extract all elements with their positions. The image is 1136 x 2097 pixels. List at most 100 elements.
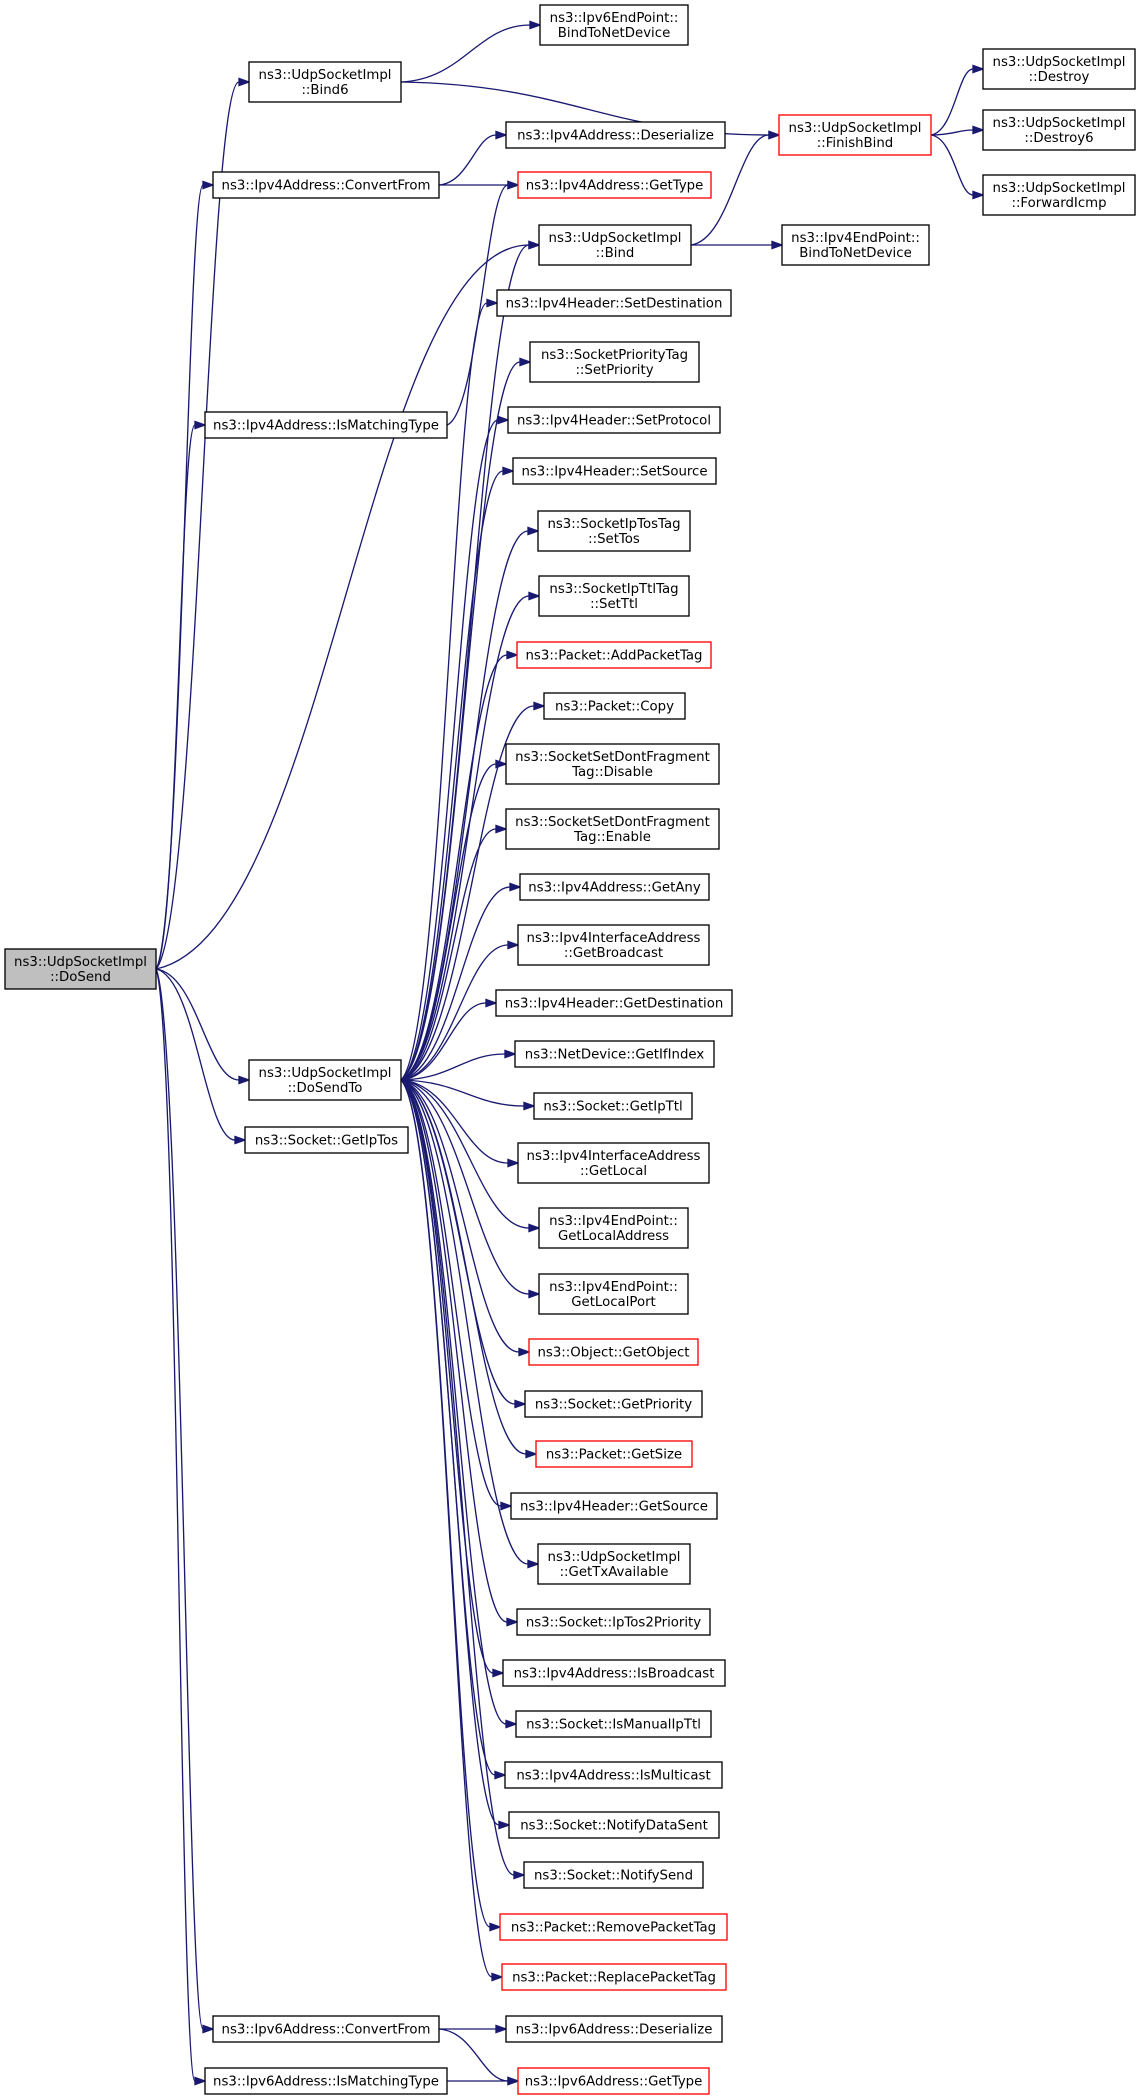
edge-dosendto-to-getbroadcast	[400, 940, 520, 1081]
node-getany[interactable]: ns3::Ipv4Address::GetAny	[519, 873, 710, 901]
node-getlocal[interactable]: ns3::Ipv4InterfaceAddress::GetLocal	[517, 1142, 710, 1184]
edge-dosendto-to-notifysend	[400, 1079, 526, 1880]
node-label: ns3::UdpSocketImpl	[993, 181, 1126, 196]
node-box	[507, 406, 721, 434]
node-label: ns3::UdpSocketImpl	[548, 1550, 681, 1565]
edge-finishbind-to-destroy6	[930, 125, 985, 136]
node-box	[778, 114, 932, 156]
node-box	[248, 61, 402, 103]
node-box	[982, 48, 1136, 90]
node-box	[523, 1861, 704, 1889]
node-label: ns3::SocketSetDontFragment	[515, 750, 710, 765]
edge-ipv4-convertfrom-to-ipv4-deserialize	[438, 130, 508, 186]
node-ipv6ep-bindnd[interactable]: ns3::Ipv6EndPoint::BindToNetDevice	[539, 4, 689, 46]
node-box	[212, 171, 440, 199]
node-box	[495, 989, 733, 1017]
edge-dosendto-to-removepackettag	[400, 1079, 502, 1932]
node-ipv6-convertfrom[interactable]: ns3::Ipv6Address::ConvertFrom	[212, 2015, 440, 2043]
node-box	[538, 1273, 689, 1315]
node-label: Tag::Disable	[571, 765, 653, 780]
node-setsource[interactable]: ns3::Ipv4Header::SetSource	[512, 457, 717, 485]
node-isbroadcast[interactable]: ns3::Ipv4Address::IsBroadcast	[502, 1659, 726, 1687]
node-gettxavailable[interactable]: ns3::UdpSocketImpl::GetTxAvailable	[537, 1543, 691, 1585]
node-copy[interactable]: ns3::Packet::Copy	[543, 692, 686, 720]
node-box	[539, 4, 689, 46]
node-box	[516, 641, 712, 669]
node-getsize[interactable]: ns3::Packet::GetSize	[535, 1440, 693, 1468]
node-getdestination[interactable]: ns3::Ipv4Header::GetDestination	[495, 989, 733, 1017]
node-getbroadcast[interactable]: ns3::Ipv4InterfaceAddress::GetBroadcast	[517, 924, 710, 966]
node-iptos2priority[interactable]: ns3::Socket::IpTos2Priority	[516, 1608, 711, 1636]
edge-dosendto-to-getsize	[400, 1079, 538, 1459]
node-getifindex[interactable]: ns3::NetDevice::GetIfIndex	[514, 1040, 715, 1068]
edge-dosendto-to-getany	[400, 882, 522, 1081]
node-label: ns3::Ipv4Address::IsMatchingType	[213, 419, 439, 434]
edge-dosendto-to-getsource	[400, 1079, 513, 1511]
node-setdestination[interactable]: ns3::Ipv4Header::SetDestination	[496, 289, 732, 317]
node-dosend[interactable]: ns3::UdpSocketImpl::DoSend	[4, 948, 157, 990]
node-ipv6-gettype[interactable]: ns3::Ipv6Address::GetType	[517, 2067, 710, 2095]
node-ipv4-convertfrom[interactable]: ns3::Ipv4Address::ConvertFrom	[212, 171, 440, 199]
node-addpackettag[interactable]: ns3::Packet::AddPacketTag	[516, 641, 712, 669]
node-forwardicmp[interactable]: ns3::UdpSocketImpl::ForwardIcmp	[982, 174, 1136, 216]
node-getpriority[interactable]: ns3::Socket::GetPriority	[524, 1390, 703, 1418]
edge-dosendto-to-setsource	[400, 466, 515, 1081]
node-box	[524, 1390, 703, 1418]
node-ipv4-ismatching[interactable]: ns3::Ipv4Address::IsMatchingType	[204, 411, 448, 439]
node-notifydatasent[interactable]: ns3::Socket::NotifyDataSent	[508, 1811, 720, 1839]
node-getlocaladdress[interactable]: ns3::Ipv4EndPoint::GetLocalAddress	[538, 1207, 689, 1249]
node-bind[interactable]: ns3::UdpSocketImpl::Bind	[538, 224, 692, 266]
node-settos[interactable]: ns3::SocketIpTosTag::SetTos	[537, 510, 691, 552]
node-ipv6-ismatching[interactable]: ns3::Ipv6Address::IsMatchingType	[204, 2067, 448, 2095]
node-label: ns3::Ipv6Address::ConvertFrom	[222, 2023, 431, 2038]
node-ipv6-deserialize[interactable]: ns3::Ipv6Address::Deserialize	[505, 2015, 723, 2043]
node-label: ns3::Ipv4Address::IsMulticast	[516, 1769, 710, 1784]
node-box	[508, 1811, 720, 1839]
node-getobject[interactable]: ns3::Object::GetObject	[528, 1338, 699, 1366]
edge-dosendto-to-copy	[400, 701, 546, 1081]
node-box	[244, 1126, 409, 1154]
node-ismanualipttl[interactable]: ns3::Socket::IsManualIpTtl	[515, 1710, 712, 1738]
node-label: ::Bind	[596, 246, 635, 261]
node-getipttl[interactable]: ns3::Socket::GetIpTtl	[533, 1092, 693, 1120]
node-label: ns3::UdpSocketImpl	[259, 1066, 392, 1081]
node-bind6[interactable]: ns3::UdpSocketImpl::Bind6	[248, 61, 402, 103]
node-dosendto[interactable]: ns3::UdpSocketImpl::DoSendTo	[248, 1059, 402, 1101]
node-label: ns3::SocketSetDontFragment	[515, 815, 710, 830]
node-box	[212, 2015, 440, 2043]
node-box	[504, 1761, 723, 1789]
node-destroy6[interactable]: ns3::UdpSocketImpl::Destroy6	[982, 109, 1136, 151]
node-setpriority[interactable]: ns3::SocketPriorityTag::SetPriority	[529, 341, 700, 383]
node-setprotocol[interactable]: ns3::Ipv4Header::SetProtocol	[507, 406, 721, 434]
node-getiptos[interactable]: ns3::Socket::GetIpTos	[244, 1126, 409, 1154]
node-label: ::GetTxAvailable	[560, 1565, 669, 1580]
node-finishbind[interactable]: ns3::UdpSocketImpl::FinishBind	[778, 114, 932, 156]
node-getlocalport[interactable]: ns3::Ipv4EndPoint::GetLocalPort	[538, 1273, 689, 1315]
node-getsource[interactable]: ns3::Ipv4Header::GetSource	[510, 1492, 718, 1520]
edge-ipv6-ismatching-to-ipv6-gettype	[446, 2076, 520, 2086]
node-setttl[interactable]: ns3::SocketIpTtlTag::SetTtl	[538, 575, 690, 617]
node-ismulticast[interactable]: ns3::Ipv4Address::IsMulticast	[504, 1761, 723, 1789]
edge-dosend-to-ipv6-convertfrom	[155, 968, 215, 2034]
node-label: BindToNetDevice	[558, 26, 671, 41]
node-notifysend[interactable]: ns3::Socket::NotifySend	[523, 1861, 704, 1889]
node-box	[543, 692, 686, 720]
edge-dosendto-to-dontfrag-disable	[400, 759, 508, 1081]
node-ipv4ep-bindnd[interactable]: ns3::Ipv4EndPoint::BindToNetDevice	[781, 224, 930, 266]
node-destroy[interactable]: ns3::UdpSocketImpl::Destroy	[982, 48, 1136, 90]
edge-bind-to-ipv4ep-bindnd	[691, 240, 784, 250]
node-label: ::GetLocal	[580, 1164, 647, 1179]
node-box	[982, 174, 1136, 216]
node-box	[528, 1338, 699, 1366]
node-ipv4-deserialize[interactable]: ns3::Ipv4Address::Deserialize	[505, 121, 726, 149]
node-replacepackettag[interactable]: ns3::Packet::ReplacePacketTag	[501, 1963, 727, 1991]
node-label: ns3::Ipv6EndPoint::	[550, 11, 679, 26]
node-box	[529, 341, 700, 383]
node-removepackettag[interactable]: ns3::Packet::RemovePacketTag	[499, 1913, 728, 1941]
node-box	[514, 1040, 715, 1068]
node-label: ns3::Ipv4Header::GetSource	[520, 1500, 708, 1515]
node-box	[505, 2015, 723, 2043]
node-ipv4-gettype[interactable]: ns3::Ipv4Address::GetType	[517, 171, 712, 199]
